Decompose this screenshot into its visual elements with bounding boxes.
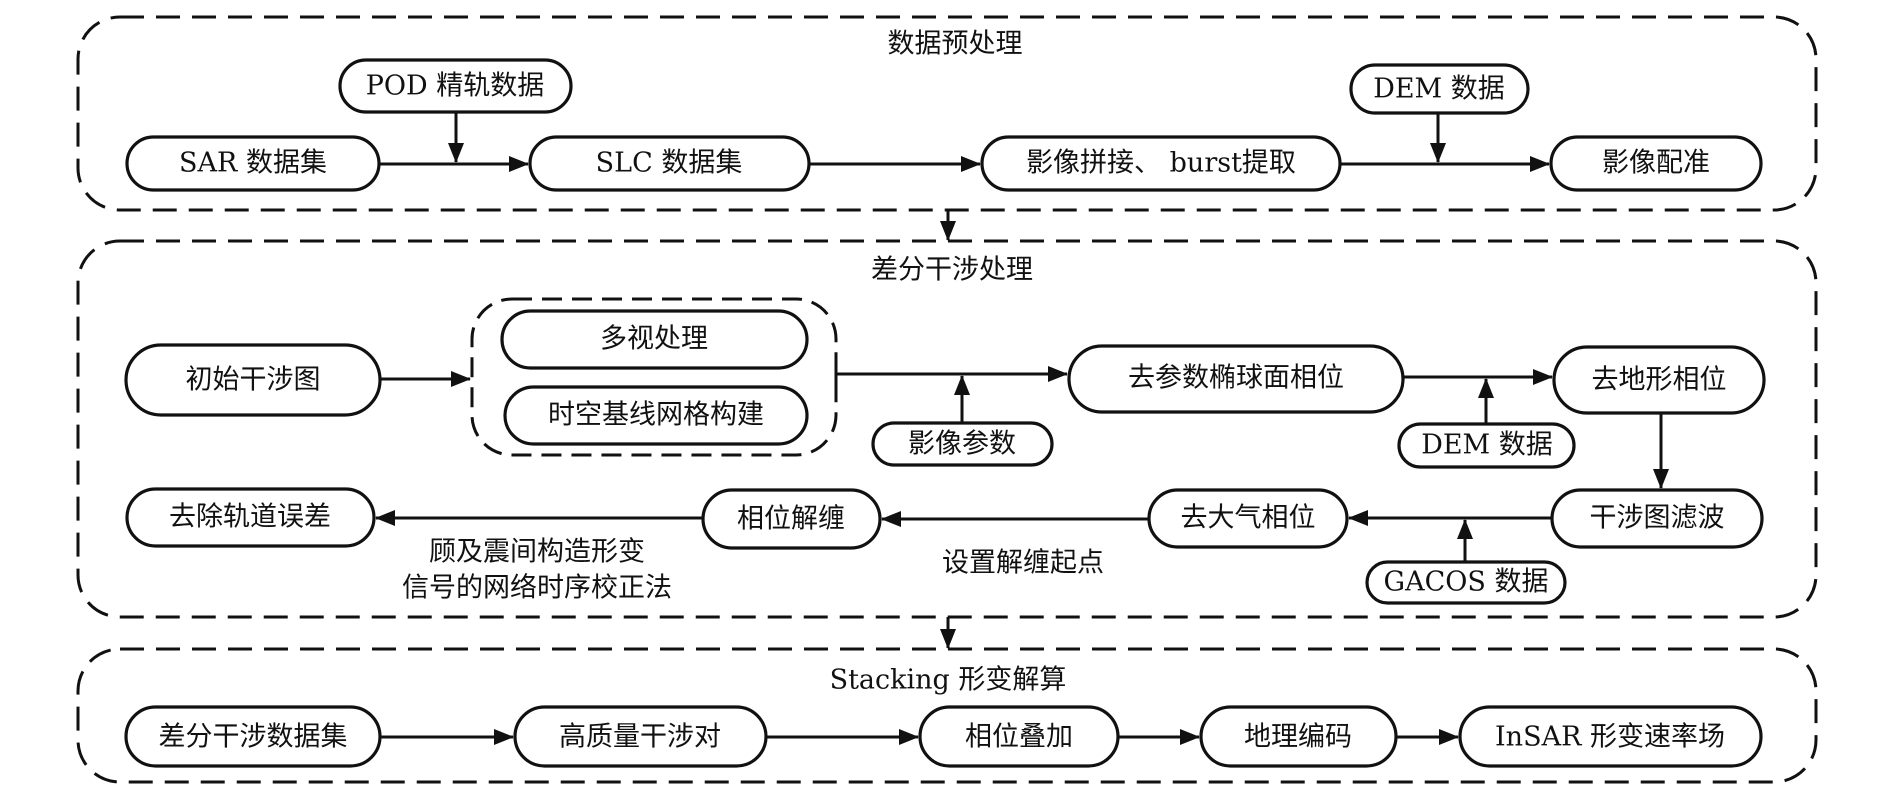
section-stacking-border	[76, 647, 1818, 784]
node-atmosphere-removal-label: 去大气相位	[1181, 503, 1316, 534]
node-sar-dataset-label: SAR 数据集	[179, 148, 327, 179]
node-geocoding-label: 地理编码	[1244, 722, 1352, 753]
node-flat-earth-removal: 去参数椭球面相位	[1067, 344, 1405, 414]
node-topo-removal: 去地形相位	[1552, 345, 1766, 415]
node-baseline-network-label: 时空基线网格构建	[548, 400, 764, 431]
node-hq-pairs-label: 高质量干涉对	[559, 722, 721, 753]
section-preprocess-title: 数据预处理	[888, 29, 1023, 60]
node-sar-dataset: SAR 数据集	[125, 135, 381, 192]
node-geocoding: 地理编码	[1199, 705, 1398, 768]
node-pod-orbit: POD 精轨数据	[338, 58, 573, 114]
node-image-params: 影像参数	[871, 421, 1054, 467]
section-dinsar-border	[76, 239, 1818, 619]
node-diff-ifg-dataset-label: 差分干涉数据集	[159, 722, 348, 753]
node-phase-unwrapping-label: 相位解缠	[737, 504, 845, 535]
node-orbit-error-removal: 去除轨道误差	[125, 487, 376, 548]
node-flat-earth-removal-label: 去参数椭球面相位	[1128, 363, 1344, 394]
node-multilook-label: 多视处理	[600, 324, 708, 355]
node-ifg-filtering: 干涉图滤波	[1550, 488, 1764, 549]
node-gacos-label: GACOS 数据	[1384, 567, 1549, 598]
edge-label-network-line1: 顾及震间构造形变	[429, 537, 645, 568]
node-image-params-label: 影像参数	[908, 429, 1016, 460]
node-phase-stacking-label: 相位叠加	[965, 722, 1073, 753]
node-dem-mid-label: DEM 数据	[1421, 430, 1553, 461]
node-phase-stacking: 相位叠加	[918, 705, 1120, 768]
node-pod-orbit-label: POD 精轨数据	[366, 71, 545, 102]
node-gacos: GACOS 数据	[1365, 560, 1567, 605]
node-hq-pairs: 高质量干涉对	[513, 705, 768, 768]
node-diff-ifg-dataset: 差分干涉数据集	[124, 705, 382, 768]
node-slc-dataset: SLC 数据集	[528, 135, 811, 192]
node-phase-unwrapping: 相位解缠	[701, 488, 882, 550]
node-coregistration-label: 影像配准	[1602, 148, 1710, 179]
node-baseline-network: 时空基线网格构建	[503, 385, 809, 446]
node-dem-top: DEM 数据	[1349, 63, 1530, 115]
node-dem-top-label: DEM 数据	[1373, 74, 1505, 105]
section-dinsar-title: 差分干涉处理	[871, 255, 1033, 286]
node-velocity-field-label: InSAR 形变速率场	[1495, 722, 1725, 753]
node-multilook: 多视处理	[500, 309, 809, 370]
node-initial-interferogram: 初始干涉图	[124, 343, 382, 417]
edge-label-unwrap-start: 设置解缠起点	[942, 548, 1104, 579]
node-mosaic-burst-label: 影像拼接、 burst提取	[1026, 148, 1296, 179]
node-velocity-field: InSAR 形变速率场	[1458, 705, 1763, 768]
node-orbit-error-removal-label: 去除轨道误差	[169, 502, 331, 533]
node-mosaic-burst: 影像拼接、 burst提取	[980, 135, 1342, 192]
section-stacking-title: Stacking 形变解算	[830, 665, 1067, 696]
group-multilook-baseline-border	[470, 297, 838, 457]
node-topo-removal-label: 去地形相位	[1592, 365, 1727, 396]
node-slc-dataset-label: SLC 数据集	[596, 148, 743, 179]
edge-label-network-line2: 信号的网络时序校正法	[402, 573, 672, 604]
node-initial-interferogram-label: 初始干涉图	[186, 365, 321, 396]
node-ifg-filtering-label: 干涉图滤波	[1590, 503, 1725, 534]
node-coregistration: 影像配准	[1549, 135, 1763, 192]
node-dem-mid: DEM 数据	[1397, 422, 1576, 469]
node-atmosphere-removal: 去大气相位	[1147, 488, 1349, 549]
